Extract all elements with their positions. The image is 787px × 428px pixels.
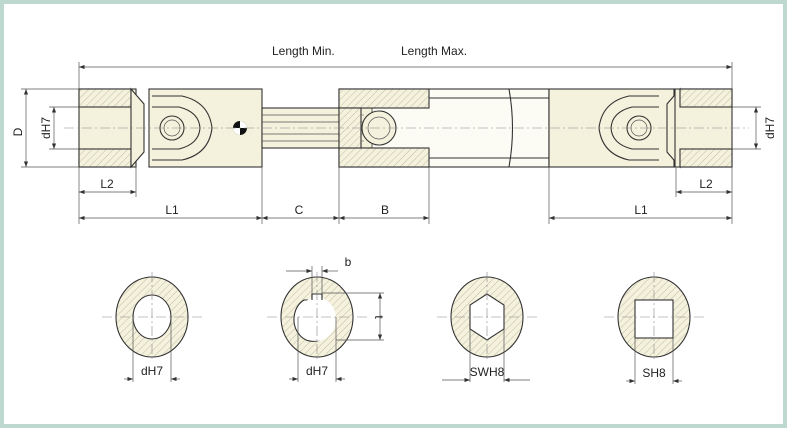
L1-left-label: L1 bbox=[165, 203, 179, 217]
SWH8-label: SWH8 bbox=[470, 365, 505, 379]
section-keyway: b t dH7 bbox=[267, 255, 386, 382]
length-dimensions: L2 L1 C B L1 L2 bbox=[78, 167, 733, 224]
C-label: C bbox=[295, 203, 304, 217]
dH7-plain-label: dH7 bbox=[141, 364, 163, 378]
t-label: t bbox=[372, 315, 386, 319]
dH7-keyway-label: dH7 bbox=[306, 364, 328, 378]
diameter-dimensions: D dH7 dH7 bbox=[11, 88, 777, 168]
D-label: D bbox=[11, 127, 25, 136]
length-dimension: Length Min. Length Max. bbox=[78, 44, 733, 89]
b-label: b bbox=[345, 255, 352, 269]
universal-joint-drawing: Length Min. Length Max. bbox=[11, 44, 777, 384]
L1-right-label: L1 bbox=[634, 203, 648, 217]
L2-right-label: L2 bbox=[699, 177, 713, 191]
section-hex: SWH8 bbox=[437, 272, 537, 383]
B-label: B bbox=[381, 203, 389, 217]
length-max-label: Length Max. bbox=[401, 44, 467, 58]
length-min-label: Length Min. bbox=[272, 44, 335, 58]
L2-left-label: L2 bbox=[100, 177, 114, 191]
section-square: SH8 bbox=[604, 272, 704, 384]
dH7-right-label: dH7 bbox=[763, 117, 777, 139]
SH8-label: SH8 bbox=[642, 366, 666, 380]
dH7-left-label: dH7 bbox=[39, 117, 53, 139]
section-plain-bore: dH7 bbox=[102, 272, 202, 382]
